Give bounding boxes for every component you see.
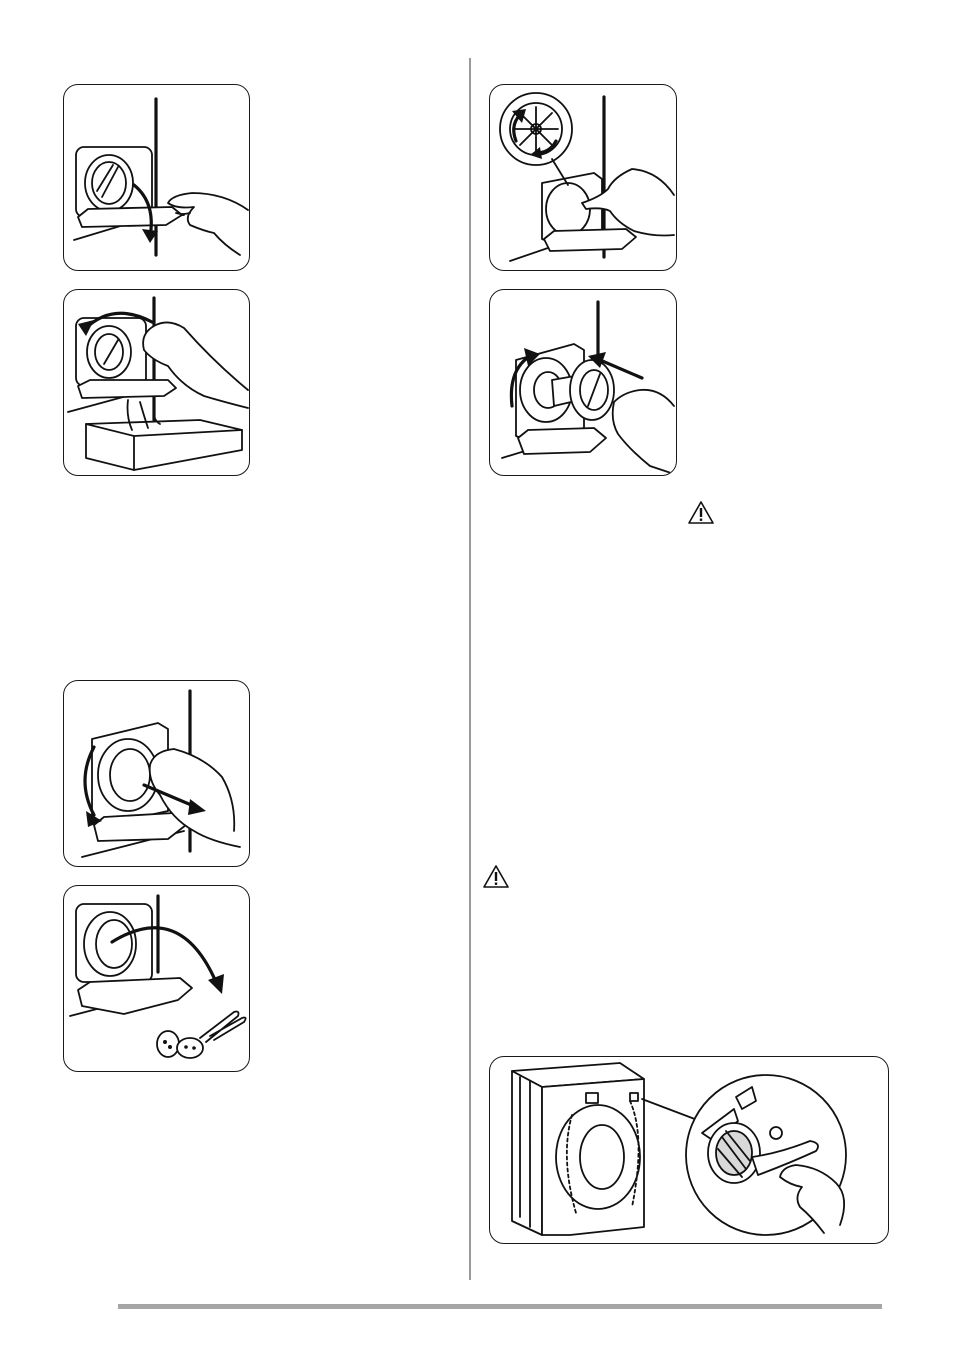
footer-rule: [118, 1304, 882, 1309]
pump-filter-refit-illustration: [490, 290, 676, 475]
figure-check-impeller: [489, 84, 677, 271]
figure-turn-drain-plug: [63, 289, 250, 476]
figure-clean-inlet-filter: [489, 1056, 889, 1244]
foreign-objects-illustration: [64, 886, 249, 1071]
figure-open-flap: [63, 84, 250, 271]
flap-open-illustration: [64, 85, 249, 270]
figure-remove-foreign-objects: [63, 885, 250, 1072]
figure-remove-pump-filter: [63, 680, 250, 867]
drain-plug-unscrew-illustration: [64, 290, 249, 475]
warning-triangle-icon: [687, 500, 715, 525]
figure-refit-pump-filter: [489, 289, 677, 476]
inlet-filter-clean-illustration: [490, 1057, 888, 1243]
pump-filter-remove-illustration: [64, 681, 249, 866]
impeller-check-illustration: [490, 85, 676, 270]
column-divider: [469, 58, 471, 1280]
warning-triangle-icon: [482, 864, 510, 889]
